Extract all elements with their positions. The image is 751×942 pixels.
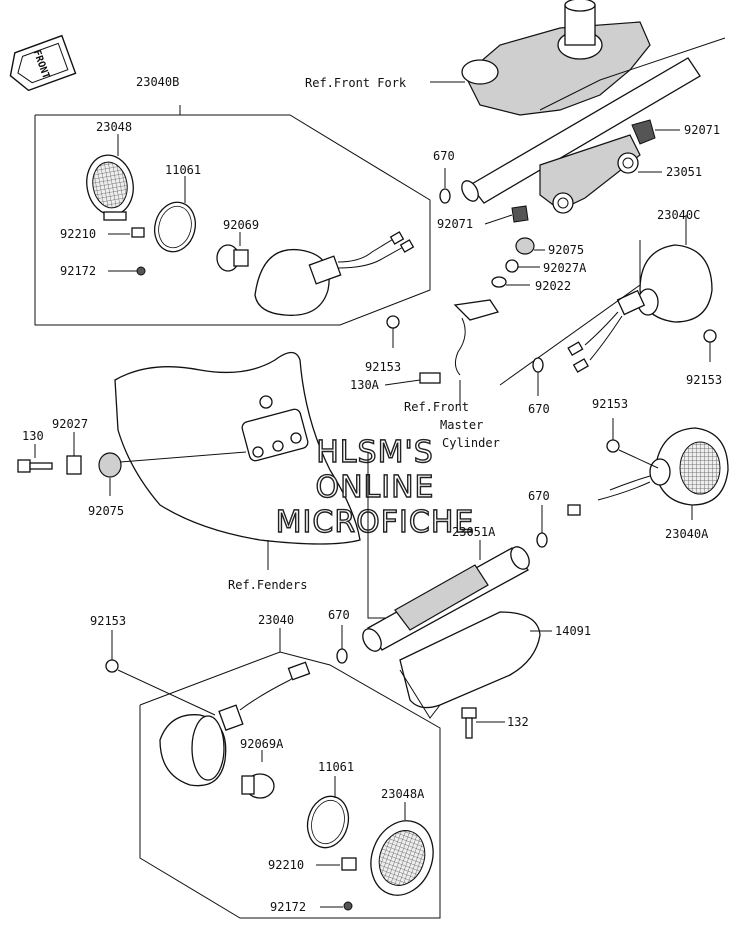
group-box-23040 — [139, 628, 441, 919]
label-ref-fenders: Ref.Fenders — [228, 578, 307, 592]
screw-92153-c — [606, 439, 620, 453]
clip-92210-top — [131, 227, 145, 238]
label-92153-b: 92153 — [686, 373, 722, 387]
mount-92071-top — [631, 119, 656, 145]
label-23051: 23051 — [666, 165, 702, 179]
mount-92071-mid — [511, 205, 529, 223]
label-11061-top: 11061 — [165, 163, 201, 177]
label-92153-c: 92153 — [592, 397, 628, 411]
part-labels: 23040B 23048 11061 92210 92069 92172 670… — [22, 75, 722, 914]
label-92172-top: 92172 — [60, 264, 96, 278]
label-23051A: 23051A — [452, 525, 496, 539]
label-130: 130 — [22, 429, 44, 443]
label-ref-front-master-3: Cylinder — [442, 436, 500, 450]
label-ref-front-fork: Ref.Front Fork — [305, 76, 407, 90]
label-670-a: 670 — [433, 149, 455, 163]
label-670-d: 670 — [328, 608, 350, 622]
collar-92027A — [505, 259, 519, 273]
label-92069: 92069 — [223, 218, 259, 232]
turn-signal-housing-23040C — [567, 244, 713, 373]
watermark-line-2: ONLINE — [315, 470, 434, 505]
watermark: HLSM'S ONLINE MICROFICHE — [275, 434, 475, 540]
label-23040C: 23040C — [657, 208, 700, 222]
bulb-92069A — [241, 773, 275, 799]
clip-92210-bottom — [341, 857, 357, 871]
gasket-11061-top — [153, 201, 197, 253]
turn-signal-housing-23040 — [159, 661, 311, 787]
label-14091: 14091 — [555, 624, 591, 638]
label-130A: 130A — [350, 378, 380, 392]
cover-14091 — [399, 611, 541, 719]
label-92075-left: 92075 — [88, 504, 124, 518]
screw-92153-a — [386, 315, 400, 329]
watermark-line-3: MICROFICHE — [276, 505, 475, 540]
screw-92153-b — [703, 329, 717, 343]
label-23040B: 23040B — [136, 75, 179, 89]
bolt-130 — [17, 459, 53, 473]
bushing-92075-mid — [515, 237, 535, 255]
label-670-c: 670 — [528, 489, 550, 503]
label-92022: 92022 — [535, 279, 571, 293]
stay-23051A — [362, 546, 530, 652]
bolt-132 — [461, 707, 477, 739]
label-ref-front-master-1: Ref.Front — [404, 400, 469, 414]
label-92210-top: 92210 — [60, 227, 96, 241]
label-92071-mid: 92071 — [437, 217, 473, 231]
label-92069A: 92069A — [240, 737, 284, 751]
label-92153-a: 92153 — [365, 360, 401, 374]
oring-670-a — [439, 188, 451, 204]
label-132: 132 — [507, 715, 529, 729]
label-92071-top: 92071 — [684, 123, 720, 137]
label-23048: 23048 — [96, 120, 132, 134]
watermark-line-1: HLSM'S — [316, 435, 434, 470]
front-fender — [114, 351, 361, 545]
label-92027A: 92027A — [543, 261, 587, 275]
washer-92022 — [491, 276, 507, 288]
leader-lines — [34, 134, 711, 908]
master-cylinder-clamp — [419, 299, 500, 384]
front-fork-bracket — [461, 0, 651, 116]
bushing-92075-left — [98, 452, 122, 478]
screw-92172-top — [136, 266, 146, 276]
label-670-b: 670 — [528, 402, 550, 416]
label-23048A: 23048A — [381, 787, 425, 801]
oring-670-c — [536, 532, 548, 548]
bulb-92069 — [216, 244, 249, 272]
group-box-23040B — [34, 105, 431, 326]
label-92210-bottom: 92210 — [268, 858, 304, 872]
front-direction-badge: FRONT — [9, 34, 77, 92]
screw-92172-bottom — [343, 901, 353, 911]
lens-23048A — [370, 820, 434, 896]
screw-92153-d — [105, 659, 119, 673]
lens-23048 — [86, 154, 134, 221]
oring-670-b — [532, 357, 544, 373]
turn-signal-housing-23040B — [254, 231, 415, 316]
label-23040: 23040 — [258, 613, 294, 627]
label-92027: 92027 — [52, 417, 88, 431]
label-ref-front-master-2: Master — [440, 418, 483, 432]
label-23040A: 23040A — [665, 527, 709, 541]
label-11061-bottom: 11061 — [318, 760, 354, 774]
label-92075-mid: 92075 — [548, 243, 584, 257]
label-92172-bottom: 92172 — [270, 900, 306, 914]
oring-670-d — [336, 648, 348, 664]
label-92153-d: 92153 — [90, 614, 126, 628]
stay-23051 — [461, 57, 701, 214]
turn-signal-housing-23040A — [567, 427, 729, 516]
collar-92027 — [66, 455, 82, 475]
